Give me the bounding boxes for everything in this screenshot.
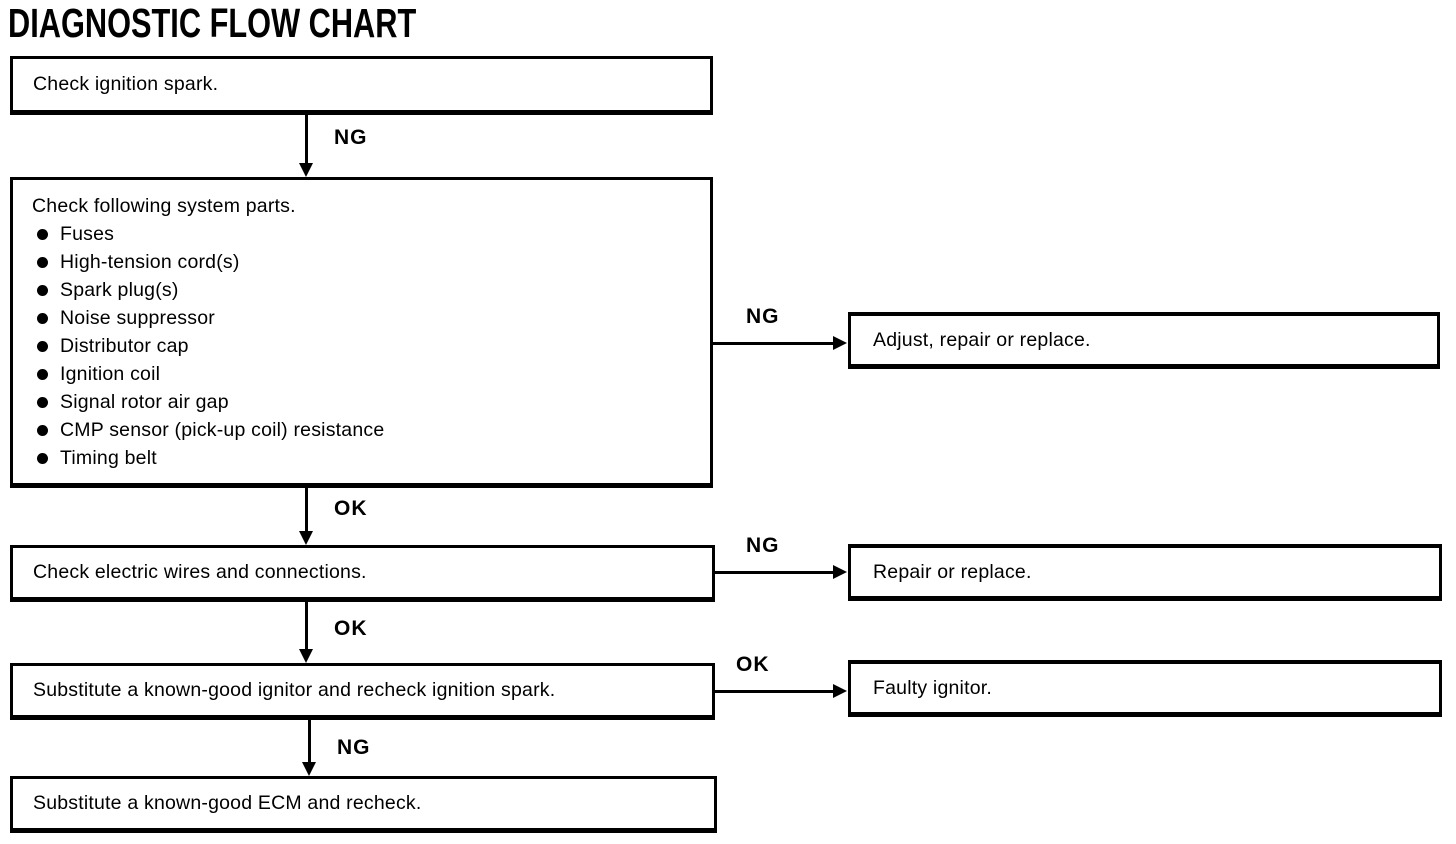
bullet-text: Fuses: [60, 222, 115, 245]
page-title: DIAGNOSTIC FLOW CHART: [8, 0, 417, 46]
flow-step-substitute-ecm: Substitute a known-good ECM and recheck.: [10, 776, 717, 833]
arrow-down-icon: [302, 720, 317, 776]
connector-label-ng: NG: [334, 126, 368, 149]
bullet-text: Noise suppressor: [60, 306, 215, 329]
arrow-down-icon: [299, 115, 314, 177]
step-heading: Check following system parts.: [32, 195, 296, 217]
arrow-down-icon: [299, 488, 314, 545]
bullet-text: Spark plug(s): [60, 278, 179, 301]
step-text: Check ignition spark.: [33, 73, 219, 95]
list-item: High-tension cord(s): [32, 248, 710, 276]
arrow-line: [305, 602, 308, 651]
bullet-icon: [37, 424, 48, 436]
arrow-head-icon: [302, 762, 316, 776]
flow-step-check-ignition-spark: Check ignition spark.: [10, 56, 713, 115]
arrow-line: [305, 115, 308, 165]
arrow-head-icon: [299, 163, 313, 177]
arrow-head-icon: [299, 649, 313, 663]
flow-step-check-system-parts: Check following system parts. Fuses High…: [10, 177, 713, 488]
arrow-line: [715, 571, 835, 574]
flow-result-adjust-repair-replace: Adjust, repair or replace.: [848, 312, 1440, 369]
flow-result-faulty-ignitor: Faulty ignitor.: [848, 660, 1442, 717]
list-item: Distributor cap: [32, 332, 710, 360]
bullet-icon: [37, 284, 48, 296]
arrow-line: [715, 690, 835, 693]
list-item: Signal rotor air gap: [32, 388, 710, 416]
bullet-text: CMP sensor (pick-up coil) resistance: [60, 418, 385, 441]
bullet-icon: [37, 256, 48, 268]
arrow-line: [713, 342, 835, 345]
connector-label-ok: OK: [736, 653, 770, 676]
arrow-line: [308, 720, 311, 764]
list-item: Fuses: [32, 220, 710, 248]
flow-step-check-electric-wires: Check electric wires and connections.: [10, 545, 715, 602]
arrow-head-icon: [299, 531, 313, 545]
connector-label-ok: OK: [334, 497, 368, 520]
bullet-text: Signal rotor air gap: [60, 390, 229, 413]
connector-label-ng: NG: [746, 305, 780, 328]
bullet-text: High-tension cord(s): [60, 250, 240, 273]
result-text: Faulty ignitor.: [873, 676, 992, 699]
step-text: Substitute a known-good ignitor and rech…: [33, 679, 556, 701]
bullet-icon: [37, 312, 48, 324]
flow-step-substitute-ignitor: Substitute a known-good ignitor and rech…: [10, 663, 715, 720]
list-item: Timing belt: [32, 444, 710, 472]
connector-label-ng: NG: [746, 534, 780, 557]
list-item: Ignition coil: [32, 360, 710, 388]
bullet-icon: [37, 396, 48, 408]
bullet-text: Timing belt: [60, 446, 157, 469]
list-item: CMP sensor (pick-up coil) resistance: [32, 416, 710, 444]
list-item: Noise suppressor: [32, 304, 710, 332]
arrow-right-icon: [713, 336, 847, 351]
step-text: Check electric wires and connections.: [33, 561, 367, 583]
bullet-text: Distributor cap: [60, 334, 189, 357]
step-text: Substitute a known-good ECM and recheck.: [33, 792, 422, 814]
bullet-icon: [37, 452, 48, 464]
bullet-text: Ignition coil: [60, 362, 161, 385]
arrow-head-icon: [833, 336, 847, 350]
arrow-right-icon: [715, 684, 847, 699]
result-text: Repair or replace.: [873, 560, 1032, 583]
arrow-head-icon: [833, 565, 847, 579]
connector-label-ng: NG: [337, 736, 371, 759]
result-text: Adjust, repair or replace.: [873, 328, 1091, 351]
bullet-icon: [37, 228, 48, 240]
arrow-line: [305, 488, 308, 533]
connector-label-ok: OK: [334, 617, 368, 640]
flow-result-repair-replace: Repair or replace.: [848, 544, 1442, 601]
bullet-icon: [37, 340, 48, 352]
list-item: Spark plug(s): [32, 276, 710, 304]
bullet-icon: [37, 368, 48, 380]
arrow-right-icon: [715, 565, 847, 580]
arrow-down-icon: [299, 602, 314, 663]
arrow-head-icon: [833, 684, 847, 698]
